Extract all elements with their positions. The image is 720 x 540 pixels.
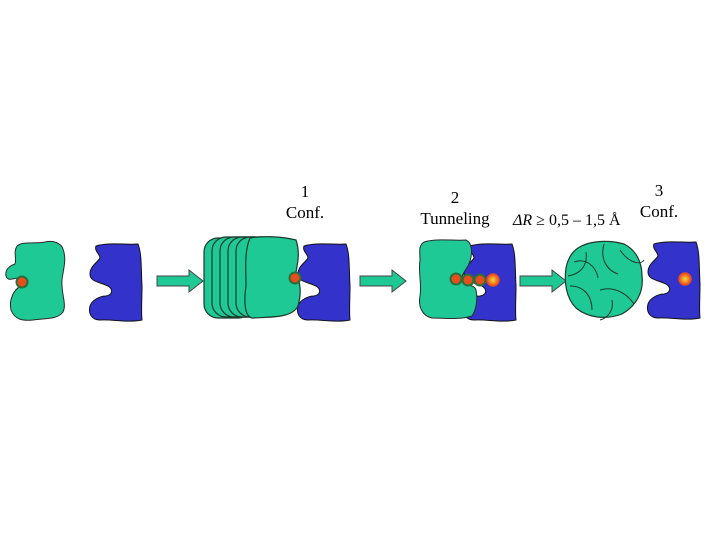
stage-1-acceptor-protein [88, 243, 143, 322]
arrow-2 [359, 269, 407, 293]
equation-value: 0,5 – 1,5 [548, 212, 605, 229]
step-3-text: Conf. [639, 202, 679, 221]
step-1-label: 1 Conf. [270, 181, 340, 223]
equation-unit: Å [608, 212, 621, 229]
step-3-number: 3 [654, 181, 664, 200]
stage-3-donor-protein [418, 239, 478, 319]
stage-1-donor-protein [5, 240, 66, 321]
stage-4-electron [678, 272, 692, 286]
tunneling-electron-1 [449, 272, 463, 286]
equation-delta-r: ΔR [513, 212, 533, 229]
step-3-label: 3 Conf. [628, 180, 690, 222]
step-2-text: Tunneling [420, 209, 490, 228]
stage-1-electron [15, 275, 29, 289]
stage-4-relaxed [564, 240, 701, 321]
stage-2-acceptor-protein [296, 243, 351, 322]
stage-3-tunneling [418, 239, 517, 322]
step-2-label: 2 Tunneling [400, 187, 510, 229]
arrow-1 [156, 269, 204, 293]
distance-equation: ΔR ≥ 0,5 – 1,5 Å [513, 212, 621, 230]
stage-4-acceptor-protein [646, 241, 701, 320]
step-1-text: Conf. [285, 203, 325, 222]
tunneling-electron-2 [461, 273, 475, 287]
step-1-number: 1 [300, 182, 310, 201]
tunneling-electron-4 [486, 273, 500, 287]
tunneling-electron-3 [473, 273, 487, 287]
stage-4-donor-protein [564, 240, 645, 321]
equation-relation: ≥ [536, 212, 545, 229]
stage-2-donor-conformers [203, 236, 301, 319]
stage-2-conformation [203, 236, 351, 322]
arrow-3 [519, 269, 567, 293]
stage-1-separated [5, 240, 143, 322]
stage-2-electron [288, 271, 302, 285]
step-2-number: 2 [450, 188, 460, 207]
